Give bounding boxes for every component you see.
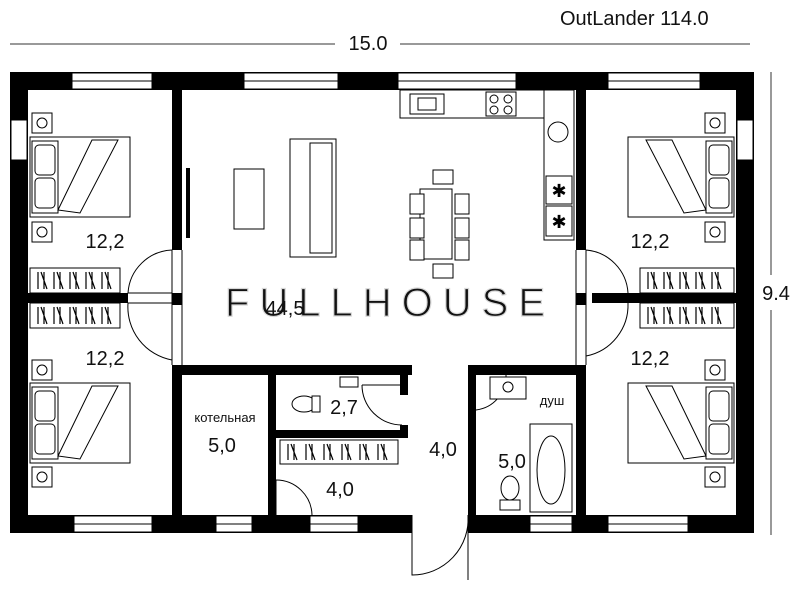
dining-chairs	[409, 169, 470, 279]
interior-walls	[28, 90, 736, 515]
room-labels: 12,2 12,2 12,2 12,2 44,5 котельная 5,0 2…	[86, 231, 670, 501]
height-dimension-label: 9.4	[762, 283, 790, 305]
wardrobe-hangers	[37, 271, 722, 461]
room-area-hallway: 4,0	[429, 439, 457, 461]
room-area-bathroom: 5,0	[498, 451, 526, 473]
room-area-toilet: 2,7	[330, 397, 358, 419]
coffee-table	[233, 168, 265, 230]
nightstands-bottom-left	[31, 359, 53, 488]
bed-top-left	[29, 136, 131, 218]
room-name-bathroom: душ	[540, 393, 565, 408]
room-area-bedroom-top-right: 12,2	[631, 231, 670, 253]
nightstands-top-left	[31, 112, 53, 243]
svg-text:✱: ✱	[551, 212, 566, 232]
watermark: FULLHOUSE	[225, 281, 555, 325]
room-name-boiler-room: котельная	[194, 410, 255, 425]
toilet-fixtures	[291, 376, 359, 413]
bathroom-fixtures	[489, 376, 573, 513]
kitchen: ✱ ✱	[399, 89, 575, 241]
room-area-bedroom-bottom-left: 12,2	[86, 348, 125, 370]
room-area-bedroom-bottom-right: 12,2	[631, 348, 670, 370]
windows	[10, 72, 754, 533]
room-area-boiler-room: 5,0	[208, 435, 236, 457]
svg-text:✱: ✱	[551, 181, 566, 201]
dining-table	[419, 188, 453, 260]
entrance-opening	[412, 514, 468, 534]
living-furniture	[233, 138, 470, 279]
interior-wall-outlines	[171, 250, 587, 515]
bed-bottom-right	[627, 382, 735, 464]
bed-top-right	[627, 136, 735, 218]
room-area-closet: 4,0	[326, 479, 354, 501]
width-dimension-label: 15.0	[349, 33, 388, 55]
nightstands-bottom-right	[704, 359, 726, 488]
bed-bottom-left	[29, 382, 131, 464]
room-area-living-room: 44,5	[266, 298, 305, 320]
nightstands-top-right	[704, 112, 726, 243]
plan-title: OutLander 114.0	[560, 8, 709, 30]
room-area-bedroom-top-left: 12,2	[86, 231, 125, 253]
